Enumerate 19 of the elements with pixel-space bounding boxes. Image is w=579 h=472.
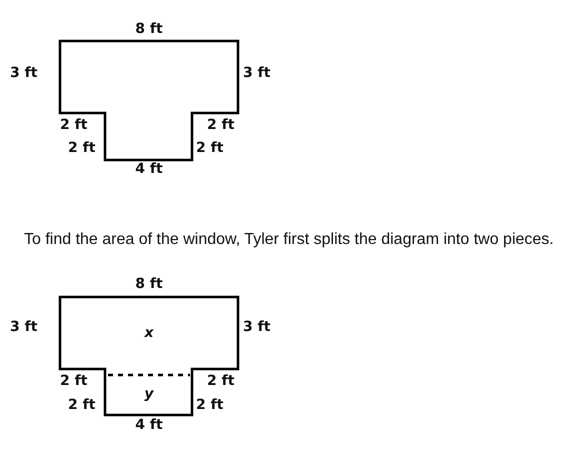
dimension-label: 2 ft bbox=[207, 118, 234, 132]
dimension-label: 2 ft bbox=[68, 398, 96, 412]
region-label: y bbox=[144, 387, 154, 401]
dimension-label: 2 ft bbox=[207, 374, 234, 388]
dimension-label: 8 ft bbox=[135, 22, 163, 36]
instruction-text: To find the area of the window, Tyler first splits the diagram into two pieces. bbox=[24, 232, 554, 248]
dimension-label: 2 ft bbox=[196, 398, 224, 412]
dimension-label: 2 ft bbox=[68, 141, 96, 155]
dimension-label: 4 ft bbox=[135, 162, 163, 176]
region-label: x bbox=[144, 326, 154, 340]
dimension-label: 4 ft bbox=[135, 418, 163, 432]
dimension-label: 2 ft bbox=[196, 141, 224, 155]
dimension-label: 3 ft bbox=[10, 320, 38, 334]
dimension-label: 2 ft bbox=[60, 118, 88, 132]
dimension-label: 2 ft bbox=[60, 374, 88, 388]
dimension-label: 3 ft bbox=[10, 66, 38, 80]
dimension-label: 3 ft bbox=[243, 320, 270, 334]
dimension-label: 8 ft bbox=[135, 277, 163, 291]
dimension-label: 3 ft bbox=[243, 66, 270, 80]
